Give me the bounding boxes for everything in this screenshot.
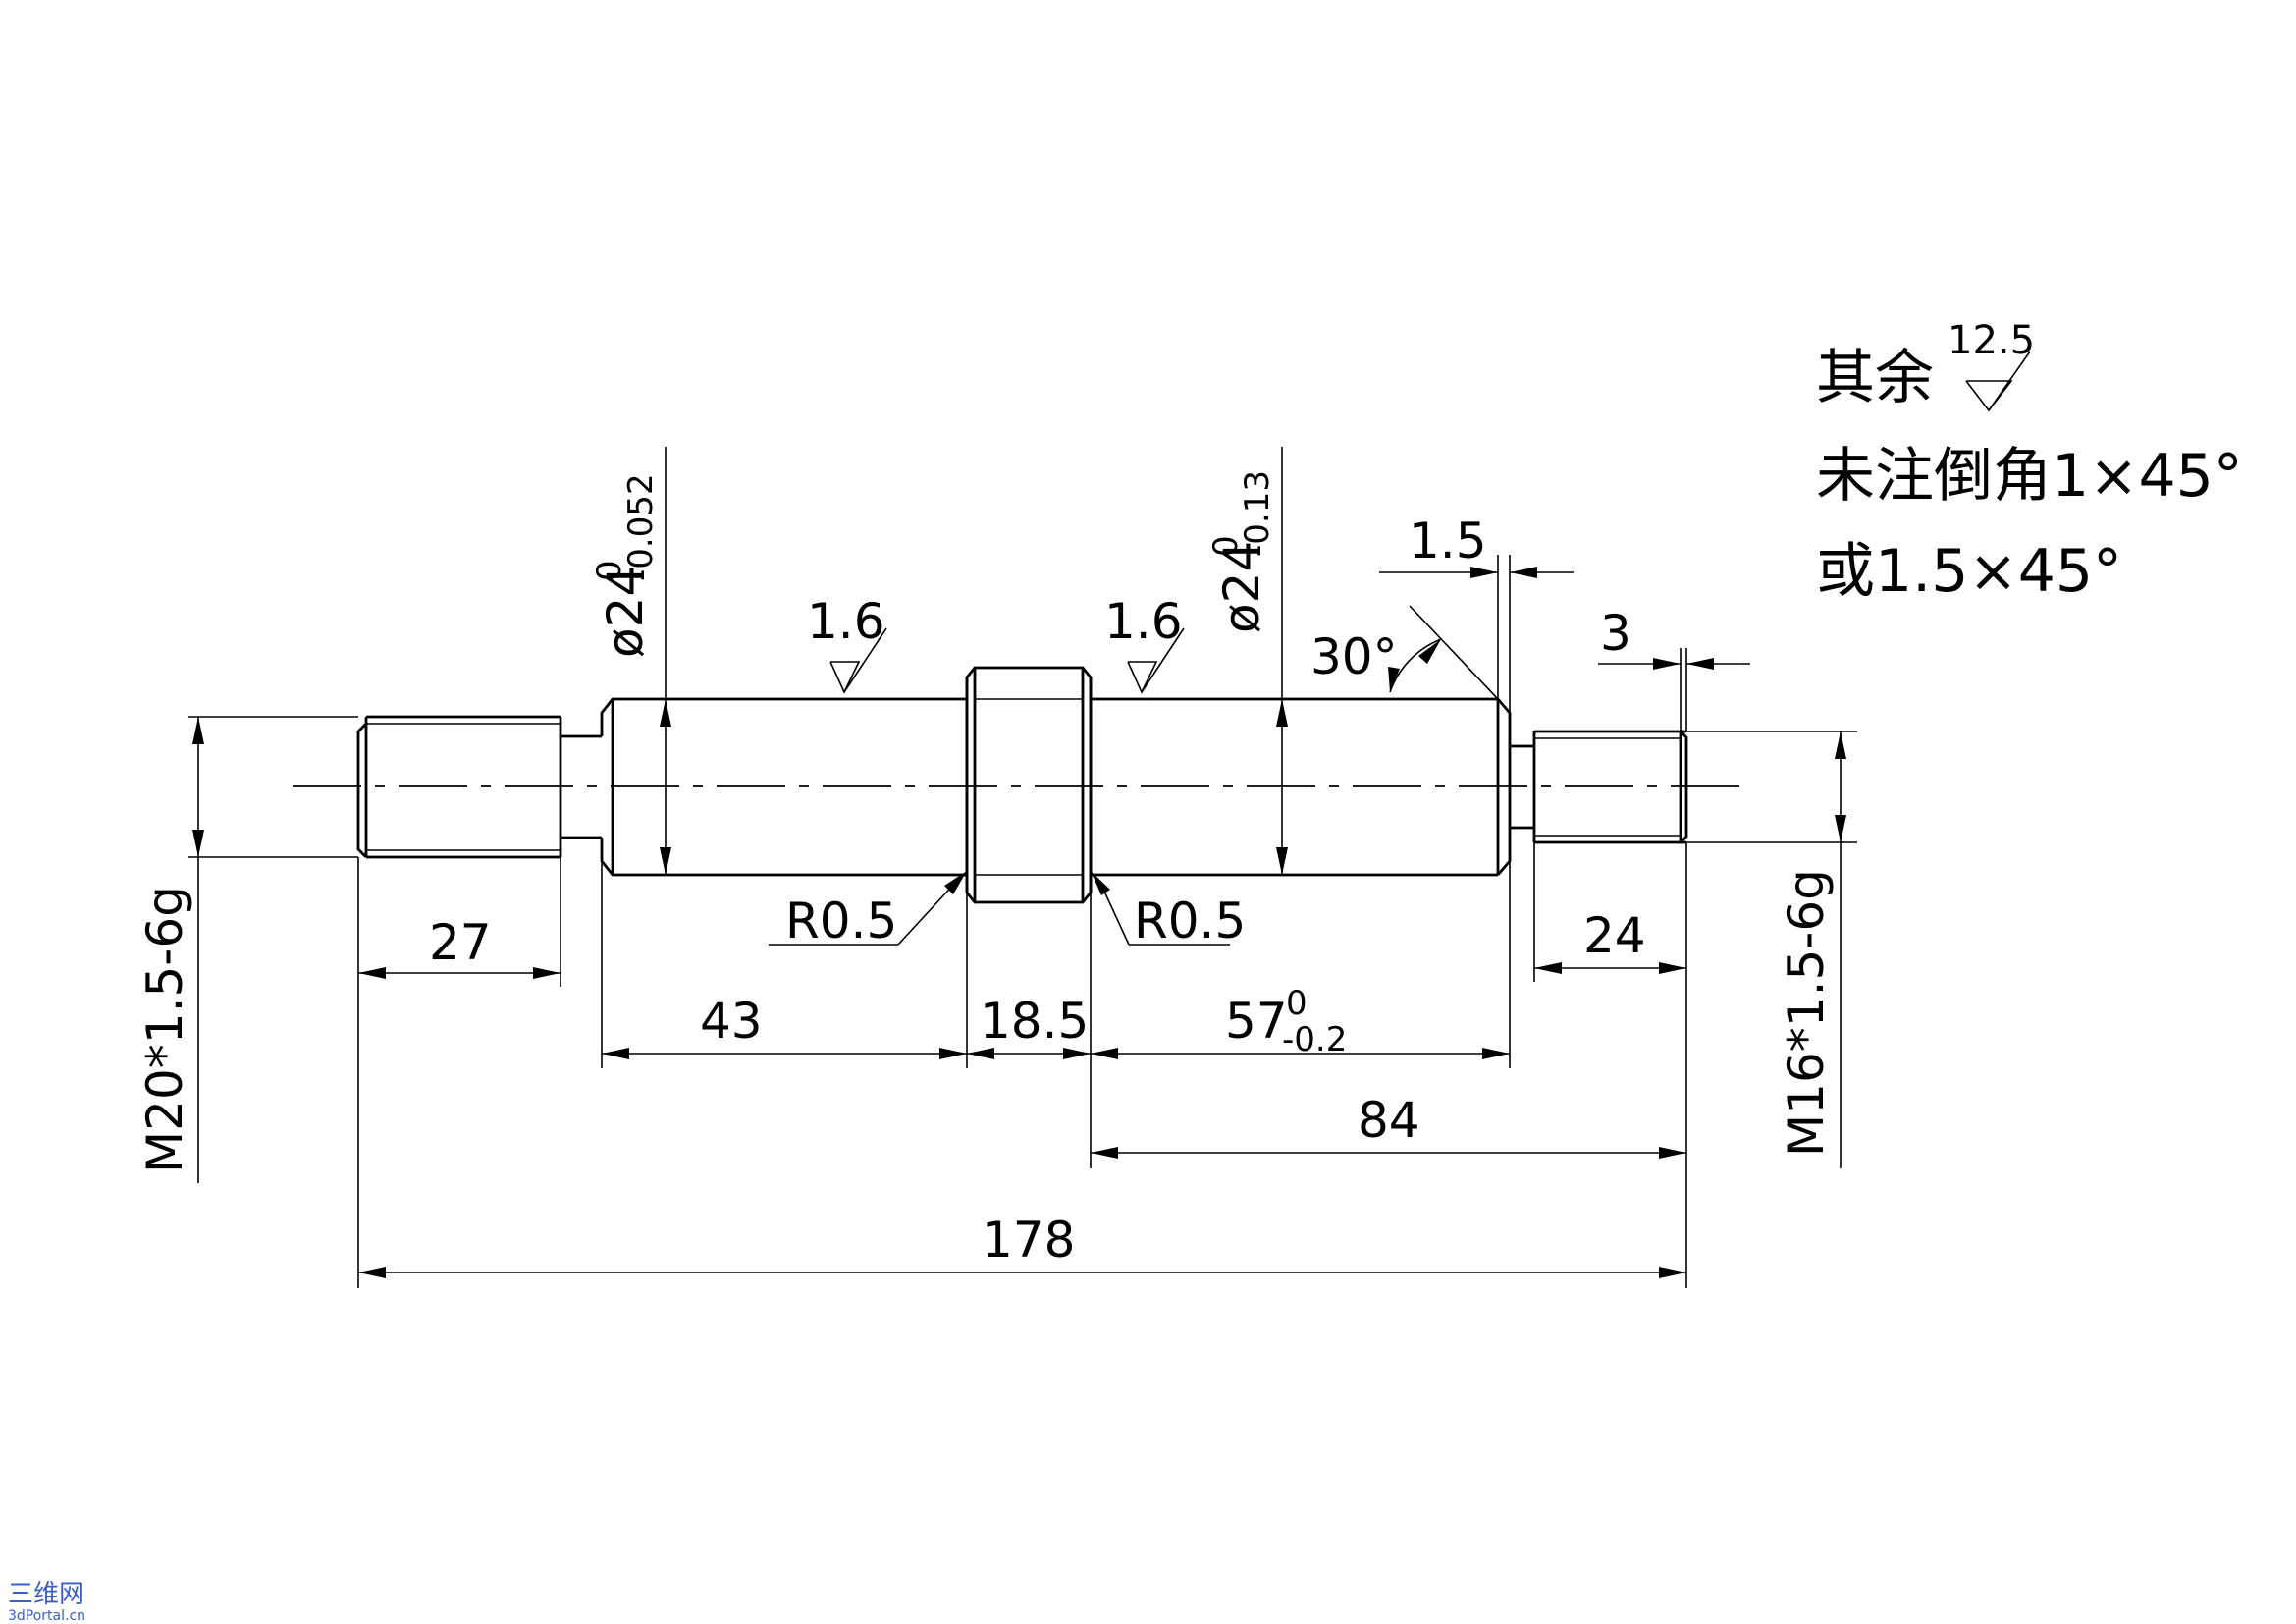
left-diameter-label: ø24 [597, 566, 654, 658]
drawing-notes: 其余 12.5 未注倒角1×45° 或1.5×45° [1816, 318, 2243, 606]
roughness-symbol-left: 1.6 [807, 593, 887, 694]
overall-length-label: 178 [982, 1212, 1075, 1269]
roughness-right-label: 1.6 [1104, 593, 1183, 650]
shaft-left-length-label: 43 [700, 993, 763, 1050]
shaft-right-tol-lower: -0.2 [1282, 1020, 1347, 1059]
right-span-dimension: 84 [1091, 1092, 1686, 1159]
chamfer-angle-dimension: 30° [1310, 605, 1499, 700]
right-span-label: 84 [1358, 1092, 1420, 1149]
shaft-left-length-dimension: 43 [601, 861, 968, 1068]
right-thread-label: M16*1.5-6g [1778, 869, 1835, 1157]
note-roughness-value: 12.5 [1948, 318, 2035, 363]
right-thread-dimension: M16*1.5-6g [1686, 731, 1857, 1168]
left-shaft-section [600, 697, 967, 877]
hex-length-dimension: 18.5 [967, 893, 1092, 1168]
dimension-annotations: M20*1.5-6g M16*1.5-6g ø24 0 -0.052 [136, 447, 1857, 1288]
left-fillet-callout: R0.5 [769, 871, 967, 949]
left-fillet-label: R0.5 [785, 893, 897, 949]
left-diameter-dimension: ø24 0 -0.052 [590, 447, 671, 875]
note-line1: 其余 [1816, 344, 1934, 412]
left-diameter-tol-upper: 0 [590, 560, 629, 581]
right-thread-length-label: 24 [1583, 907, 1646, 964]
right-shaft-section [1091, 697, 1512, 877]
left-thread-section [356, 715, 602, 859]
hex-collar-section [965, 666, 1093, 904]
left-thread-length-label: 27 [429, 914, 492, 971]
end-chamfer-dimension: 3 [1598, 605, 1750, 731]
shaft-right-length-label: 57 [1225, 993, 1288, 1050]
right-diameter-dimension: ø24 0 -0.13 [1206, 447, 1288, 875]
note-line3: 或1.5×45° [1816, 537, 2122, 606]
roughness-left-label: 1.6 [807, 593, 885, 650]
shaft-part-outline [293, 666, 1747, 904]
overall-length-dimension: 178 [358, 1212, 1686, 1278]
hex-length-label: 18.5 [980, 993, 1089, 1050]
left-thread-dimension: M20*1.5-6g [136, 716, 358, 1183]
watermark-url: 3dPortal.cn [8, 1608, 85, 1624]
right-fillet-label: R0.5 [1134, 893, 1246, 949]
right-fillet-callout: R0.5 [1091, 871, 1246, 949]
roughness-symbol-right: 1.6 [1104, 593, 1185, 694]
chamfer-width-dimension: 1.5 [1379, 513, 1574, 713]
general-roughness-symbol [1965, 380, 2013, 412]
watermark-logo: 三维网 3dPortal.cn [8, 1580, 85, 1624]
shaft-right-length-dimension: 57 0 -0.2 [1091, 861, 1511, 1068]
right-thread-section [1510, 730, 1688, 844]
left-thread-length-dimension: 27 [357, 857, 561, 1288]
right-diameter-label: ø24 [1213, 541, 1270, 633]
shaft-right-tol-upper: 0 [1286, 984, 1308, 1023]
right-thread-length-dimension: 24 [1533, 842, 1687, 1288]
chamfer-angle-label: 30° [1310, 628, 1398, 685]
right-diameter-tol-lower: -0.13 [1238, 470, 1277, 557]
end-chamfer-label: 3 [1600, 605, 1631, 662]
chamfer-width-label: 1.5 [1409, 513, 1487, 569]
note-line2: 未注倒角1×45° [1816, 442, 2243, 511]
right-diameter-tol-upper: 0 [1206, 535, 1246, 557]
watermark-logo-text: 三维网 [8, 1580, 84, 1609]
left-diameter-tol-lower: -0.052 [621, 473, 661, 581]
left-thread-label: M20*1.5-6g [136, 886, 193, 1173]
